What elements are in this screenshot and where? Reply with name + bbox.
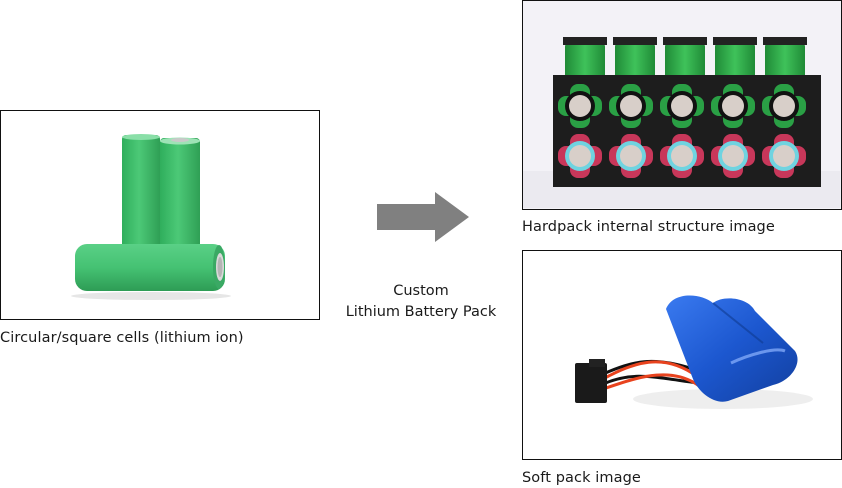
hardpack-image xyxy=(522,0,842,210)
cell-bottom-negative xyxy=(762,134,806,178)
back-cell xyxy=(563,37,607,81)
blue-pack-body xyxy=(666,295,798,402)
wires xyxy=(602,359,704,391)
softpack-image xyxy=(522,250,842,460)
horizontal-cell xyxy=(75,244,225,291)
back-cell xyxy=(613,37,657,81)
cell-top-positive xyxy=(609,84,653,128)
softpack-illustration xyxy=(575,295,813,409)
cell-top-positive xyxy=(558,84,602,128)
softpack-caption: Soft pack image xyxy=(522,470,641,486)
cell-top-positive xyxy=(660,84,704,128)
cell-bottom-negative xyxy=(558,134,602,178)
label-line-2: Lithium Battery Pack xyxy=(345,304,497,320)
cell-top-positive xyxy=(711,84,755,128)
cells-caption: Circular/square cells (lithium ion) xyxy=(0,330,244,346)
cell-bottom-negative xyxy=(609,134,653,178)
custom-battery-pack-label: Custom Lithium Battery Pack xyxy=(330,281,512,323)
cell-top-positive xyxy=(762,84,806,128)
cylindrical-cells-illustration xyxy=(71,134,231,300)
cell-bottom-negative xyxy=(660,134,704,178)
hardpack-caption: Hardpack internal structure image xyxy=(522,219,775,235)
cylindrical-cells-image xyxy=(0,110,320,320)
right-arrow-icon xyxy=(377,192,469,242)
label-line-1: Custom xyxy=(393,283,449,299)
back-cell xyxy=(763,37,807,81)
vertical-cell-right xyxy=(160,137,200,256)
vertical-cell-left xyxy=(122,134,160,253)
back-cell xyxy=(663,37,707,81)
hardpack-illustration xyxy=(523,1,840,208)
connector xyxy=(575,359,607,403)
back-cell xyxy=(713,37,757,81)
cell-bottom-negative xyxy=(711,134,755,178)
